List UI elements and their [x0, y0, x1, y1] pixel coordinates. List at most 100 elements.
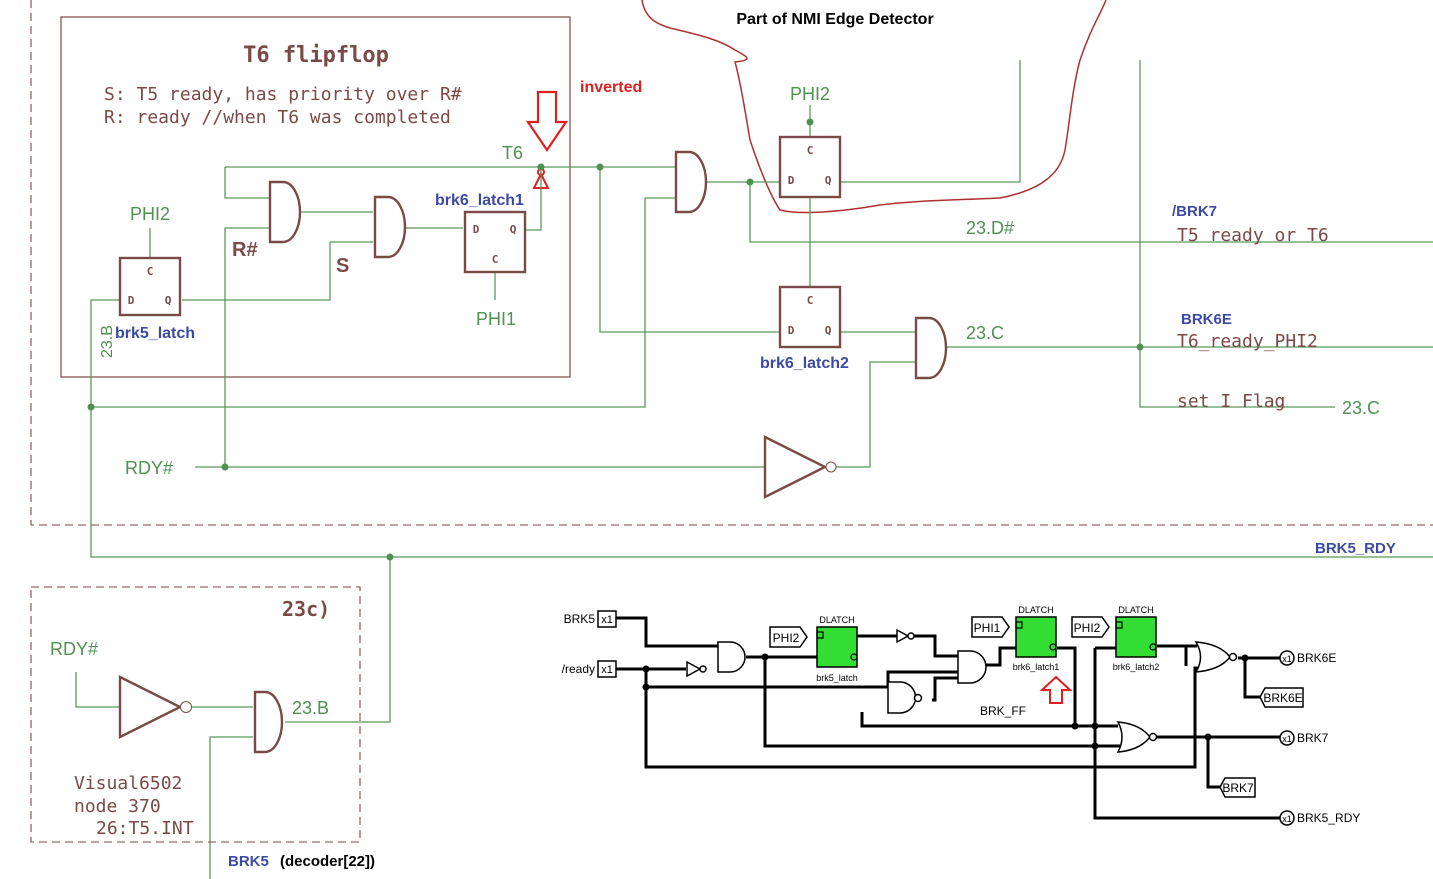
dlatch-brk5 [816, 626, 858, 668]
t6-flipflop-block [60, 16, 571, 378]
clock-tag-phi2-2 [1071, 616, 1110, 638]
dlatch-brk6-2-name: brk6_latch2 [1113, 662, 1160, 672]
brk6-latch1: D Q C [463, 210, 527, 274]
logic-and-1 [717, 641, 746, 673]
up-arrow-icon [1039, 675, 1073, 704]
sub-23c-title: 23c) [282, 597, 330, 621]
output-brk7-label: BRK7 [1297, 731, 1329, 745]
nmi-edge-detector-outline [641, 0, 1107, 214]
t6-label: T6 [502, 143, 523, 163]
net-23c-label: 23.C [966, 323, 1004, 343]
svg-text:DLATCH: DLATCH [1118, 605, 1153, 615]
brk5-latch-name: brk5_latch [115, 325, 195, 342]
svg-text:Q: Q [825, 324, 832, 337]
logic-nand [887, 681, 917, 714]
input-ready-label: /ready [562, 662, 595, 676]
brk6-latch2: C D Q [778, 285, 842, 349]
svg-text:PHI2: PHI2 [1074, 621, 1101, 635]
brk5-rdy-label: BRK5_RDY [1315, 540, 1396, 557]
brk6-latch1-clock: PHI1 [476, 309, 516, 329]
output-marker-brk7 [1279, 730, 1295, 746]
sub-23c-inverter [118, 675, 183, 739]
brk7-desc: T5 ready or T6 [1177, 225, 1329, 246]
sub-23c-note1: Visual6502 [74, 773, 182, 794]
note-line-r: R: ready //when T6 was completed [104, 107, 451, 128]
svg-text:C: C [807, 294, 814, 307]
logic-nor-2 [1116, 721, 1151, 753]
logic-diagram: x1 BRK5 x1 /ready PHI2 DLATCH brk5_latch… [562, 605, 1360, 826]
svg-text:x1: x1 [1282, 734, 1292, 744]
junction-dots [87, 118, 1144, 561]
sub-23c-and-gate [253, 690, 284, 754]
svg-text:C: C [807, 144, 814, 157]
inverted-annotation: inverted [580, 79, 642, 96]
clock-tag-phi1 [971, 616, 1010, 638]
svg-text:C: C [492, 253, 499, 266]
brk5-source-label: (decoder[22]) [280, 853, 375, 870]
dlatch-brk6-1 [1015, 616, 1057, 658]
sub-23c-note3: 26:T5.INT [96, 818, 194, 839]
output-marker-brk5-rdy [1279, 810, 1295, 826]
input-marker-ready [597, 660, 617, 678]
sub-23c-out: 23.B [292, 698, 329, 718]
set-i-flag-label: set I Flag [1177, 391, 1285, 412]
svg-text:x1: x1 [601, 614, 613, 626]
output-brk5-rdy-label: BRK5_RDY [1297, 811, 1360, 825]
and-gate-t6 [674, 150, 708, 214]
net-23d-label: 23.D# [966, 218, 1014, 238]
wires [75, 60, 1433, 879]
brk6e-desc: T6_ready_PHI2 [1177, 331, 1318, 352]
sub-23c-rdy: RDY# [50, 639, 98, 659]
svg-text:D: D [128, 294, 135, 307]
logic-nor-1 [1194, 641, 1231, 673]
sub-23c-block [30, 586, 361, 843]
rdy-inverter [763, 435, 828, 499]
input-marker-brk5 [597, 610, 617, 628]
brk6-latch1-name: brk6_latch1 [435, 192, 524, 209]
svg-text:BRK7: BRK7 [1222, 781, 1254, 795]
output-brk6e-label: BRK6E [1297, 651, 1336, 665]
down-arrow-icon [525, 90, 569, 152]
dlatch-brk6-2 [1115, 616, 1157, 658]
svg-text:PHI1: PHI1 [974, 621, 1001, 635]
svg-text:D: D [788, 324, 795, 337]
nmi-region-label: Part of NMI Edge Detector [736, 11, 933, 28]
input-brk5-label: BRK5 [564, 612, 596, 626]
outer-dashed-boundary [30, 0, 1433, 526]
dlatch-brk5-name: brk5_latch [816, 673, 858, 683]
svg-text:x1: x1 [601, 664, 613, 676]
sub-23c-note2: node 370 [74, 796, 161, 817]
svg-text:D: D [473, 223, 480, 236]
brk7-title: /BRK7 [1172, 203, 1217, 220]
clock-tag-phi2-1 [769, 626, 808, 648]
svg-text:BRK6E: BRK6E [1263, 691, 1302, 705]
brk5-input-label: BRK5 [228, 853, 269, 870]
brk5-latch: C D Q [118, 256, 182, 317]
svg-text:C: C [147, 265, 154, 278]
dlatch-brk6-1-name: brk6_latch1 [1013, 662, 1060, 672]
net-23c-label-2: 23.C [1342, 398, 1380, 418]
svg-text:Q: Q [510, 223, 517, 236]
tag-brk7 [1219, 777, 1256, 798]
and-gate-s [373, 195, 407, 259]
net-23b-vertical: 23.B [99, 325, 116, 358]
brk6-latch2-name: brk6_latch2 [760, 355, 849, 372]
svg-text:DLATCH: DLATCH [1018, 605, 1053, 615]
and-gate-23c [914, 316, 948, 380]
svg-text:Q: Q [825, 174, 832, 187]
r-hash-label: R# [232, 239, 258, 261]
output-marker-brk6e [1279, 650, 1295, 666]
svg-text:PHI2: PHI2 [773, 631, 800, 645]
rdy-label: RDY# [125, 458, 173, 478]
svg-text:DLATCH: DLATCH [819, 615, 854, 625]
brk5-latch-clock: PHI2 [130, 204, 170, 224]
svg-text:x1: x1 [1282, 814, 1292, 824]
brk-ff-label: BRK_FF [980, 704, 1026, 718]
tag-brk6e [1259, 687, 1304, 708]
nmi-latch: C D Q [778, 135, 842, 199]
brk6e-title: BRK6E [1181, 311, 1232, 328]
ready-inverter [686, 660, 702, 678]
nmi-latch-clock: PHI2 [790, 84, 830, 104]
logic-and-2 [957, 650, 987, 684]
